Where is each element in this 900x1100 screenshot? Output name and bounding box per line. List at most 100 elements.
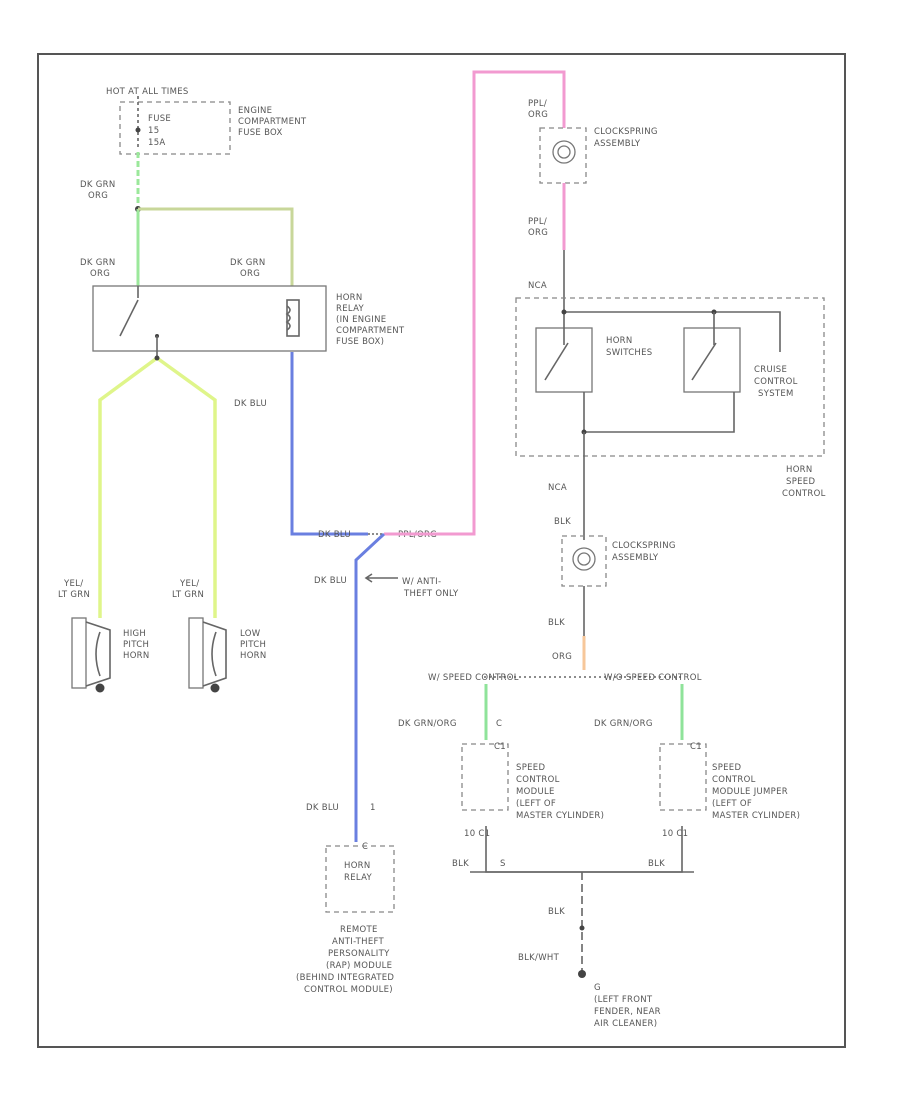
dk-blu-mid-label: DK BLU: [314, 576, 347, 586]
ground-label-2: (LEFT FRONT: [594, 995, 653, 1005]
clockspring-bottom-inner: [577, 552, 591, 566]
hsc-label-2: SPEED: [786, 477, 815, 487]
wire-label-ppl-org-top-2: ORG: [528, 110, 548, 120]
cruise-switch-box: [683, 327, 741, 393]
horn-relay-label-5: FUSE BOX): [336, 337, 384, 347]
fuse-label: FUSE: [148, 114, 171, 124]
scm1-label-5: MASTER CYLINDER): [516, 811, 604, 821]
clockspring-bottom-box: [561, 535, 607, 587]
anti-theft-label-1: W/ ANTI-: [402, 577, 441, 587]
blkwht-label: BLK/WHT: [518, 953, 560, 963]
wire-label-relay-left-1: DK GRN: [80, 258, 115, 268]
clockspring-bottom-label-1: CLOCKSPRING: [612, 541, 676, 551]
blk-cs-label: BLK: [554, 517, 571, 527]
fuse-box-label-3: FUSE BOX: [238, 128, 283, 138]
clockspring-top-box: [539, 127, 587, 184]
horn-relay-label-4: COMPARTMENT: [336, 326, 405, 336]
wire-dk-blu-relay: [290, 352, 368, 536]
dk-blu-low-label: DK BLU: [306, 803, 339, 813]
ground-label-3: FENDER, NEAR: [594, 1007, 661, 1017]
clockspring-top-label-2: ASSEMBLY: [594, 139, 641, 149]
horn-switches-label-1: HORN: [606, 336, 633, 346]
wire-label-dkgrn-top-2: ORG: [88, 191, 108, 201]
rap-label-1: REMOTE: [340, 925, 378, 935]
anti-theft-label-2: THEFT ONLY: [403, 589, 459, 599]
horn-relay-label-2: RELAY: [336, 304, 365, 314]
cruise-label-1: CRUISE: [754, 365, 787, 375]
c-right-top: C1: [690, 742, 702, 752]
blk-ground-label: BLK: [548, 907, 565, 917]
wire-label-yel-low-2: LT GRN: [172, 590, 204, 600]
scm1-label-1: SPEED: [516, 763, 545, 773]
fuse-box-label-2: COMPARTMENT: [238, 117, 307, 127]
horn-switches-label-2: SWITCHES: [606, 348, 653, 358]
nca-top-label: NCA: [528, 281, 547, 291]
ground-label-1: G: [594, 983, 601, 993]
scm2-label-4: (LEFT OF: [712, 799, 752, 809]
wire-label-yel-low-1: YEL/: [179, 579, 199, 589]
splice-left-label: DK BLU: [318, 530, 351, 540]
cruise-switch-contact: [691, 342, 717, 381]
scm2-label-2: CONTROL: [712, 775, 756, 785]
low-horn-label-2: PITCH: [240, 640, 266, 650]
relay-switch: [119, 299, 139, 337]
wire-label-ppl-org-mid-1: PPL/: [528, 217, 547, 227]
scm1-label-2: CONTROL: [516, 775, 560, 785]
rap-horn-relay-label-1: HORN: [344, 861, 371, 871]
fuse-terminal: [135, 127, 141, 133]
rap-label-5: (BEHIND INTEGRATED: [296, 973, 394, 983]
high-horn-label-2: PITCH: [123, 640, 149, 650]
clockspring-bottom-coil: [572, 547, 596, 571]
horn-switch-bus-top: [564, 311, 781, 352]
wire-label-relay-left-2: ORG: [90, 269, 110, 279]
rap-conn-label: C: [362, 842, 368, 852]
blk-mid-label: BLK: [548, 618, 565, 628]
scm2-label-3: MODULE JUMPER: [712, 787, 788, 797]
low-pitch-horn: [188, 617, 227, 693]
wire-yel-lt-grn-high: [98, 356, 159, 618]
splice-num: S: [500, 859, 506, 869]
rap-label-2: ANTI-THEFT: [332, 937, 385, 947]
rap-label-3: PERSONALITY: [328, 949, 390, 959]
c-right-bot: 10 C1: [662, 829, 688, 839]
wire-label-yel-high-2: LT GRN: [58, 590, 90, 600]
wire-label-ppl-org-top-1: PPL/: [528, 99, 547, 109]
blk-left-label: BLK: [452, 859, 469, 869]
clockspring-top-coil: [552, 140, 576, 164]
low-horn-label-3: HORN: [240, 651, 267, 661]
rap-label-4: (RAP) MODULE: [326, 961, 392, 971]
engine-fuse-box: [119, 101, 231, 155]
rap-label-6: CONTROL MODULE): [304, 985, 393, 995]
clockspring-bottom-label-2: ASSEMBLY: [612, 553, 659, 563]
wire-label-ppl-org-mid-2: ORG: [528, 228, 548, 238]
horn-switch-splice: [561, 309, 567, 315]
hsc-label-1: HORN: [786, 465, 813, 475]
wire-label-relay-right-2: ORG: [240, 269, 260, 279]
horn-relay-box: [92, 285, 327, 352]
w-speed-label: W/ SPEED CONTROL: [428, 673, 519, 683]
wire-dk-grn-org-relay-right: [138, 207, 294, 286]
low-horn-label-1: LOW: [240, 629, 261, 639]
nca-mid-label: NCA: [548, 483, 567, 493]
c-left-top: C1: [494, 742, 506, 752]
scm2-label-5: MASTER CYLINDER): [712, 811, 800, 821]
cruise-label-2: CONTROL: [754, 377, 798, 387]
ground-label-4: AIR CLEANER): [594, 1019, 657, 1029]
wire-dk-blu-low: [354, 532, 386, 842]
dk-grnorg-right-label: DK GRN/ORG: [594, 719, 653, 729]
wire-label-dk-blu-relay: DK BLU: [234, 399, 267, 409]
horn-switch-contact: [544, 342, 569, 381]
horn-speed-control-box: [515, 297, 825, 457]
high-horn-label-1: HIGH: [123, 629, 146, 639]
clockspring-top-label-1: CLOCKSPRING: [594, 127, 658, 137]
org-mid-label: ORG: [552, 652, 572, 662]
speed-control-module-jumper: [659, 743, 707, 811]
ground-splice: [579, 925, 585, 931]
c-left-bot: 10 C1: [464, 829, 490, 839]
hsc-label-3: CONTROL: [782, 489, 826, 499]
diagram-frame: [37, 53, 846, 1048]
relay-coil: [286, 299, 300, 337]
ground-point: [578, 970, 586, 978]
wo-speed-label: W/O SPEED CONTROL: [604, 673, 702, 683]
